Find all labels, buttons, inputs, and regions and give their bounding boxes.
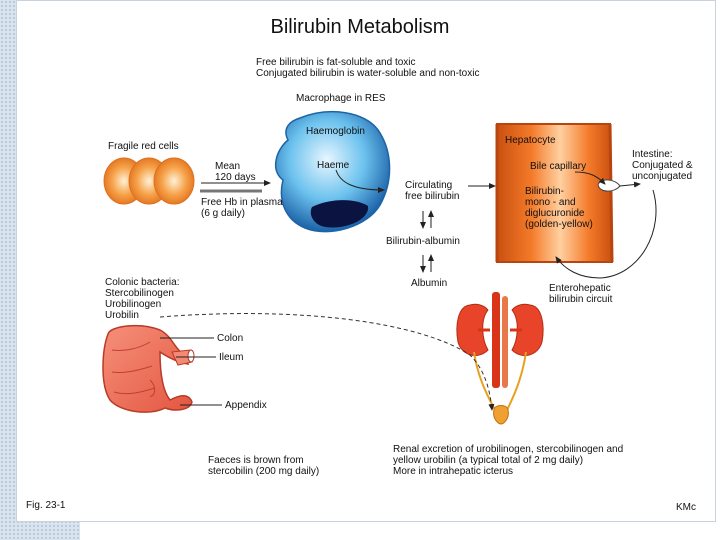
colonic-bacteria-text: Colonic bacteria: Stercobilinogen Urobil… [105, 277, 179, 321]
lifespan-line: 120 days [215, 172, 256, 183]
circulating-bilirubin-text: Circulating free bilirubin [405, 180, 459, 202]
intestine-line: Conjugated & [632, 160, 693, 171]
glucuronide-line: diglucuronide [525, 208, 585, 219]
free-hb-line: (6 g daily) [201, 208, 245, 219]
hepatocyte-icon [495, 123, 621, 263]
circulating-line: Circulating [405, 180, 453, 191]
intestine-line: unconjugated [632, 171, 693, 182]
glucuronide-line: (golden-yellow) [525, 219, 593, 230]
colon-label: Colon [217, 333, 244, 344]
glucuronide-line: mono - and [525, 197, 576, 208]
author-label: KMc [676, 502, 696, 513]
intestine-line: Intestine: [632, 149, 673, 160]
exchange-arrows [420, 210, 434, 273]
colon-icon [102, 324, 195, 413]
colon-leader-lines [160, 337, 222, 406]
appendix-label: Appendix [225, 400, 267, 411]
intro-text: Free bilirubin is fat-soluble and toxic … [256, 57, 479, 79]
glucuronide-line: Bilirubin- [525, 186, 564, 197]
intro-line: Conjugated bilirubin is water-soluble an… [256, 68, 480, 79]
enterohepatic-circuit-arrow [555, 189, 657, 279]
circulating-line: free bilirubin [405, 191, 460, 202]
renal-excretion-text: Renal excretion of urobilinogen, stercob… [393, 444, 623, 477]
page-title: Bilirubin Metabolism [270, 16, 450, 38]
bile-capillary-label: Bile capillary [530, 161, 587, 172]
dashed-urobilin-path [159, 313, 495, 411]
faeces-text: Faeces is brown from stercobilin (200 mg… [208, 455, 319, 477]
lifespan-line: Mean [215, 161, 241, 172]
faeces-line: Faeces is brown from [208, 455, 304, 466]
arrow-heme-out [335, 169, 385, 193]
arrow-to-intestine [619, 181, 641, 188]
enterohepatic-line: bilirubin circuit [549, 294, 613, 305]
figure-label: Fig. 23-1 [26, 500, 66, 511]
haemoglobin-label: Haemoglobin [306, 126, 365, 137]
free-hb-text: Free Hb in plasma (6 g daily) [201, 197, 283, 219]
albumin-label: Albumin [411, 278, 448, 289]
renal-line: yellow urobilin (a typical total of 2 mg… [393, 455, 584, 466]
macrophage-label: Macrophage in RES [296, 93, 386, 104]
haeme-label: Haeme [317, 160, 350, 171]
bacteria-line: Colonic bacteria: [105, 277, 180, 288]
kidneys-icon [456, 292, 544, 425]
bilirubin-albumin-label: Bilirubin-albumin [386, 236, 460, 247]
faeces-line: stercobilin (200 mg daily) [208, 466, 320, 477]
enterohepatic-text: Enterohepatic bilirubin circuit [549, 283, 612, 305]
free-hb-line: Free Hb in plasma [201, 197, 283, 208]
bacteria-line: Urobilinogen [105, 299, 162, 310]
enterohepatic-line: Enterohepatic [549, 283, 611, 294]
hepatocyte-label: Hepatocyte [505, 135, 556, 146]
macrophage-icon [274, 111, 391, 233]
arrow-to-bile [574, 171, 606, 185]
lifespan-text: Mean 120 days [215, 161, 256, 183]
bacteria-line: Urobilin [105, 310, 139, 321]
fragile-red-cells-label: Fragile red cells [108, 141, 179, 152]
renal-line: More in intrahepatic icterus [393, 466, 514, 477]
intestine-text: Intestine: Conjugated & unconjugated [632, 149, 693, 182]
red-cells-icon [103, 157, 195, 205]
intro-line: Free bilirubin is fat-soluble and toxic [256, 57, 416, 68]
glucuronide-text: Bilirubin- mono - and diglucuronide (gol… [525, 186, 593, 230]
ileum-label: Ileum [219, 352, 244, 363]
renal-line: Renal excretion of urobilinogen, stercob… [393, 444, 624, 455]
bacteria-line: Stercobilinogen [105, 288, 174, 299]
